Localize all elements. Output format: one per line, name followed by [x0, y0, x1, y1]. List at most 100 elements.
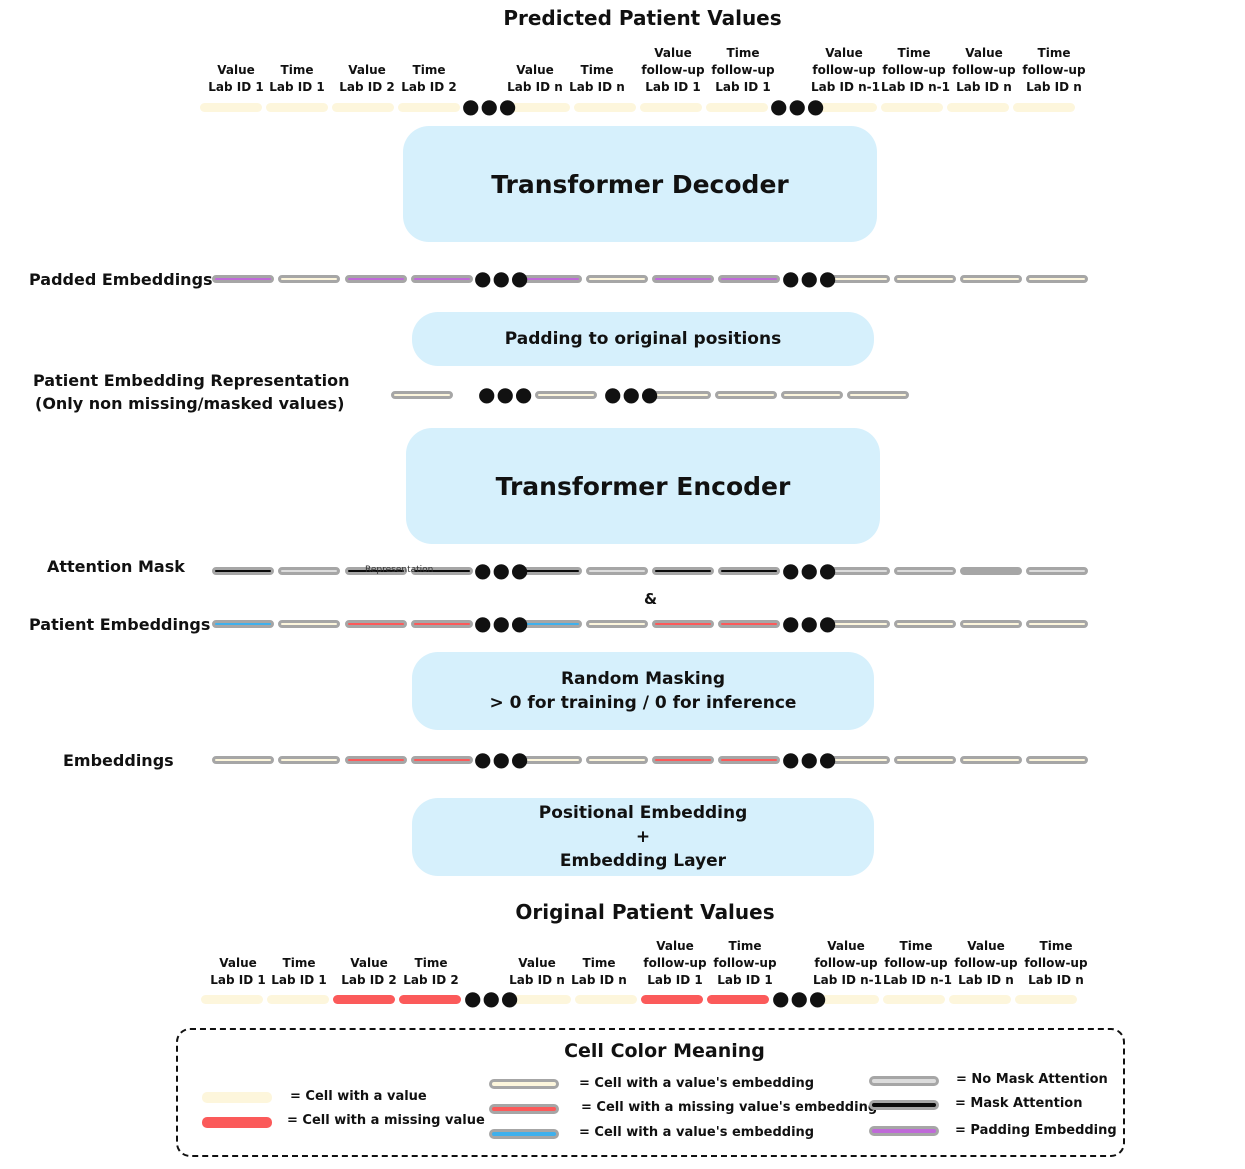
representation-cell-5	[781, 391, 843, 399]
original-cell-12	[1015, 995, 1077, 1004]
padded-ellipsis-1: ●●●	[474, 266, 530, 290]
predicted-header-1-line-1: Value	[217, 63, 255, 77]
predicted-header-4-line-2: Lab ID 2	[401, 80, 457, 94]
original-header-4-line-2: Lab ID 2	[403, 973, 459, 987]
original-header-5-line-2: Lab ID n	[509, 973, 565, 987]
original-header-11-line-3: Lab ID n	[958, 973, 1014, 987]
embedding-layer-label: Embedding Layer	[559, 851, 727, 871]
attention-cell-11	[960, 567, 1022, 575]
padded-embeddings-label: Padded Embeddings	[29, 270, 213, 289]
padded-cell-6	[586, 275, 648, 283]
transformer-encoder-label: Transformer Encoder	[495, 471, 791, 501]
embeddings-ellipsis-2: ●●●	[782, 747, 838, 771]
predicted-header-10-line-3: Lab ID n-1	[881, 80, 950, 94]
legend-text-missemb: = Cell with a missing value's embedding	[581, 1100, 878, 1115]
transformer-encoder-block: Transformer Encoder	[406, 428, 880, 544]
predicted-header-12-line-2: follow-up	[1022, 63, 1086, 77]
predicted-cell-4	[398, 103, 460, 112]
predicted-header-11-line-2: follow-up	[952, 63, 1016, 77]
patient-cell-3	[345, 620, 407, 628]
predicted-cell-6	[574, 103, 636, 112]
embeddings-cell-11	[960, 756, 1022, 764]
legend-swatch-mask	[869, 1100, 939, 1110]
legend-text-nomask: = No Mask Attention	[956, 1072, 1108, 1087]
predicted-header-1-line-2: Lab ID 1	[208, 80, 264, 94]
original-header-2-line-2: Lab ID 1	[271, 973, 327, 987]
legend-box	[176, 1028, 1125, 1157]
predicted-cell-8	[706, 103, 768, 112]
predicted-header-5-line-1: Value	[516, 63, 554, 77]
representation-sublabel: (Only non missing/masked values)	[35, 394, 345, 413]
positional-embedding-label: Positional Embedding	[538, 803, 748, 823]
predicted-cell-12	[1013, 103, 1075, 112]
original-header-3-line-2: Lab ID 2	[341, 973, 397, 987]
predicted-header-11-line-3: Lab ID n	[956, 80, 1012, 94]
predicted-header-3-line-2: Lab ID 2	[339, 80, 395, 94]
original-cell-1	[201, 995, 263, 1004]
predicted-cell-9	[815, 103, 877, 112]
padded-cell-2	[278, 275, 340, 283]
original-header-12-line-2: follow-up	[1024, 956, 1088, 970]
predicted-header-9-line-1: Value	[825, 46, 863, 60]
embeddings-cell-8	[718, 756, 780, 764]
legend-swatch-valemb	[489, 1079, 559, 1089]
embeddings-cell-1	[212, 756, 274, 764]
legend-swatch-blue	[489, 1129, 559, 1139]
predicted-title: Predicted Patient Values	[503, 6, 782, 30]
original-header-12-line-1: Time	[1039, 939, 1073, 953]
patient-cell-5	[520, 620, 582, 628]
predicted-header-9-line-3: Lab ID n-1	[811, 80, 880, 94]
attention-cell-6	[586, 567, 648, 575]
attention-cell-9	[828, 567, 890, 575]
legend-text-valemb: = Cell with a value's embedding	[579, 1076, 815, 1091]
original-header-8-line-1: Time	[728, 939, 762, 953]
attention-ellipsis-2: ●●●	[782, 558, 838, 582]
predicted-cell-10	[881, 103, 943, 112]
legend-text-value: = Cell with a value	[290, 1089, 427, 1104]
original-header-2-line-1: Time	[282, 956, 316, 970]
predicted-header-11-line-1: Value	[965, 46, 1003, 60]
original-header-11-line-2: follow-up	[954, 956, 1018, 970]
representation-cell-3	[649, 391, 711, 399]
plus-sign: +	[635, 827, 651, 847]
original-header-10-line-3: Lab ID n-1	[883, 973, 952, 987]
embeddings-cell-2	[278, 756, 340, 764]
predicted-cell-1	[200, 103, 262, 112]
predicted-ellipsis-1: ●●●	[462, 94, 518, 118]
attention-cell-8	[718, 567, 780, 575]
embeddings-label: Embeddings	[63, 751, 174, 770]
original-header-7-line-2: follow-up	[643, 956, 707, 970]
padded-cell-3	[345, 275, 407, 283]
attention-mask-label: Attention Mask	[47, 557, 185, 576]
predicted-header-8-line-1: Time	[726, 46, 760, 60]
original-cell-4	[399, 995, 461, 1004]
legend-swatch-nomask	[869, 1076, 939, 1086]
original-header-12-line-3: Lab ID n	[1028, 973, 1084, 987]
padded-cell-12	[1026, 275, 1088, 283]
representation-ellipsis-1: ●●●	[478, 382, 534, 406]
original-cell-5	[509, 995, 571, 1004]
attention-cell-7	[652, 567, 714, 575]
padded-cell-1	[212, 275, 274, 283]
patient-ellipsis-2: ●●●	[782, 611, 838, 635]
original-cell-8	[707, 995, 769, 1004]
attention-cell-4	[411, 567, 473, 575]
padded-cell-7	[652, 275, 714, 283]
original-header-5-line-1: Value	[518, 956, 556, 970]
original-cell-10	[883, 995, 945, 1004]
original-header-9-line-3: Lab ID n-1	[813, 973, 882, 987]
predicted-cell-3	[332, 103, 394, 112]
